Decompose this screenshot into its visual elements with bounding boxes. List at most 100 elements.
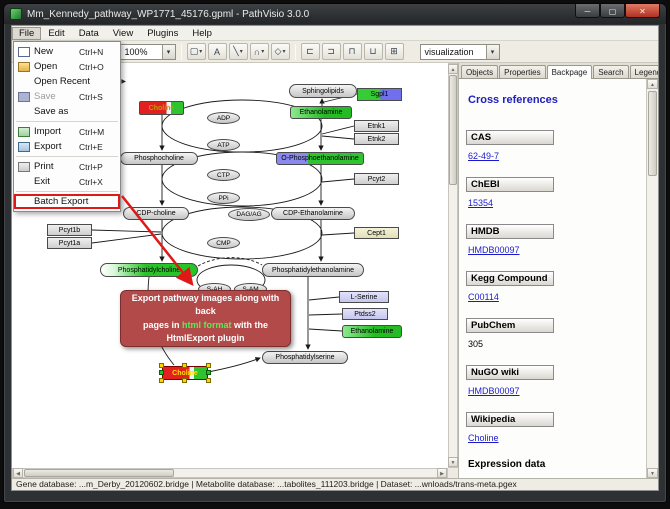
minimize-button[interactable]: ─ (575, 4, 600, 18)
menu-help[interactable]: Help (192, 27, 212, 39)
zoom-select[interactable]: 100% ▾ (119, 43, 176, 60)
file-menu-item-save-as[interactable]: Save as (14, 104, 120, 119)
tab-legend[interactable]: Legend (629, 65, 658, 78)
scroll-down-icon[interactable]: ▼ (647, 468, 658, 478)
scroll-up-icon[interactable]: ▲ (448, 64, 458, 74)
dropdown-arrow-icon[interactable]: ▾ (239, 49, 243, 55)
maximize-button[interactable]: ▢ (600, 4, 625, 18)
scroll-up-icon[interactable]: ▲ (647, 79, 658, 89)
pathway-node-phosphatidylethanolamine-21[interactable]: Phosphatidylethanolamine (262, 263, 364, 277)
pathway-node-phosphatidylcholine-20[interactable]: Phosphatidylcholine (100, 263, 198, 277)
panel-scrollbar[interactable]: ▲ ▼ (646, 79, 658, 478)
pathway-node-pcyt1b-16[interactable]: Pcyt1b (47, 224, 92, 236)
shape-tool-button[interactable]: ◇▾ (270, 43, 290, 60)
menu-data[interactable]: Data (78, 27, 99, 39)
pathway-node-o-phosphoethanolamine-9[interactable]: O-Phosphoethanolamine (276, 152, 364, 165)
xref-header: HMDB (466, 224, 554, 239)
line-tool-button[interactable]: ╲▾ (228, 43, 248, 60)
datanode-tool-button[interactable]: ▢▾ (186, 43, 206, 60)
align-left-button[interactable]: ⊏ (300, 43, 320, 60)
tab-search[interactable]: Search (593, 65, 629, 78)
pathway-node-cept1-17[interactable]: Cept1 (354, 227, 399, 239)
pathway-node-sgpl1-1[interactable]: Sgpl1 (357, 88, 402, 101)
pathway-node-sphingolipids-0[interactable]: Sphingolipids (289, 84, 357, 98)
scroll-left-icon[interactable]: ◀ (13, 468, 23, 478)
align-right-button[interactable]: ⊐ (321, 43, 341, 60)
dropdown-arrow-icon[interactable]: ▾ (282, 49, 286, 55)
selection-handle[interactable] (206, 363, 211, 368)
tab-backpage[interactable]: Backpage (546, 65, 593, 79)
pathway-node-adp-4[interactable]: ADP (207, 112, 240, 124)
align-top-button[interactable]: ⊓ (342, 43, 362, 60)
scrollbar-thumb[interactable] (24, 469, 174, 477)
canvas-vertical-scrollbar[interactable]: ▲ ▼ (448, 63, 458, 468)
pathway-node-choline-2[interactable]: Choline (139, 101, 184, 115)
tab-objects[interactable]: Objects (461, 65, 499, 78)
pathway-node-dag-ag-14[interactable]: DAG/AG (228, 208, 270, 221)
selection-handle[interactable] (159, 378, 164, 383)
selection-handle[interactable] (159, 370, 164, 375)
pathway-node-pcyt1a-18[interactable]: Pcyt1a (47, 237, 92, 249)
titlebar[interactable]: Mm_Kennedy_pathway_WP1771_45176.gpml - P… (4, 4, 666, 24)
pathway-node-cdp-choline-13[interactable]: CDP-choline (123, 207, 189, 220)
dropdown-arrow-icon[interactable]: ▾ (199, 49, 203, 55)
label-tool-button[interactable]: A (207, 43, 227, 60)
pathway-node-ethanolamine-3[interactable]: Ethanolamine (290, 106, 352, 119)
file-menu-item-open-recent[interactable]: Open Recent▶ (14, 74, 126, 89)
align-bottom-button[interactable]: ⊔ (363, 43, 383, 60)
pathway-node-etnk2-6[interactable]: Etnk2 (354, 133, 399, 145)
canvas-horizontal-scrollbar[interactable]: ◀ ▶ (12, 468, 448, 478)
scrollbar-thumb[interactable] (648, 91, 657, 176)
menu-item-label: Save (34, 91, 56, 102)
pathway-node-phosphocholine-8[interactable]: Phosphocholine (120, 152, 198, 165)
xref-link[interactable]: HMDB00097 (468, 245, 520, 255)
expression-data-label: Expression data (468, 459, 546, 470)
tab-properties[interactable]: Properties (499, 65, 546, 78)
pathway-node-cmp-19[interactable]: CMP (207, 237, 240, 249)
pathway-node-ptdss2-25[interactable]: Ptdss2 (342, 308, 388, 320)
pathway-node-l-serine-24[interactable]: L-Serine (339, 291, 389, 303)
xref-link[interactable]: 15354 (468, 198, 494, 208)
xref-link[interactable]: 62-49-7 (468, 151, 500, 161)
pathway-node-atp-7[interactable]: ATP (207, 139, 240, 151)
scrollbar-thumb[interactable] (449, 75, 457, 185)
selection-handle[interactable] (206, 370, 211, 375)
menu-view[interactable]: View (112, 27, 134, 39)
pathway-node-ppi-12[interactable]: PPi (207, 192, 240, 204)
pathway-node-ethanolamine-26[interactable]: Ethanolamine (342, 325, 402, 338)
dropdown-arrow-icon[interactable]: ▾ (261, 49, 265, 55)
dropdown-arrow-icon[interactable]: ▾ (161, 44, 175, 59)
file-menu-item-batch-export[interactable]: Batch Export (14, 194, 120, 209)
xref-link[interactable]: HMDB00097 (468, 386, 520, 396)
pathway-node-pcyt2-11[interactable]: Pcyt2 (354, 173, 399, 185)
xref-link[interactable]: Choline (468, 433, 499, 443)
selection-handle[interactable] (182, 363, 187, 368)
selection-handle[interactable] (182, 378, 187, 383)
pathway-node-cdp-ethanolamine-15[interactable]: CDP-Ethanolamine (271, 207, 355, 220)
selection-handle[interactable] (159, 363, 164, 368)
arc-tool-button[interactable]: ∩▾ (249, 43, 269, 60)
selection-handle[interactable] (206, 378, 211, 383)
pathway-node-etnk1-5[interactable]: Etnk1 (354, 120, 399, 132)
pathway-node-ctp-10[interactable]: CTP (207, 169, 240, 181)
scroll-right-icon[interactable]: ▶ (437, 468, 447, 478)
menu-edit[interactable]: Edit (48, 27, 65, 39)
close-button[interactable]: ✕ (625, 4, 660, 18)
menu-plugins[interactable]: Plugins (147, 27, 179, 39)
visualization-select[interactable]: visualization ▾ (419, 43, 500, 60)
menu-file[interactable]: File (12, 26, 42, 40)
group-button[interactable]: ⊞ (384, 43, 404, 60)
xref-link[interactable]: C00114 (468, 292, 499, 302)
dropdown-arrow-icon[interactable]: ▾ (485, 44, 499, 59)
scroll-down-icon[interactable]: ▼ (448, 457, 458, 467)
pathway-node-phosphatidylserine-27[interactable]: Phosphatidylserine (262, 351, 348, 364)
